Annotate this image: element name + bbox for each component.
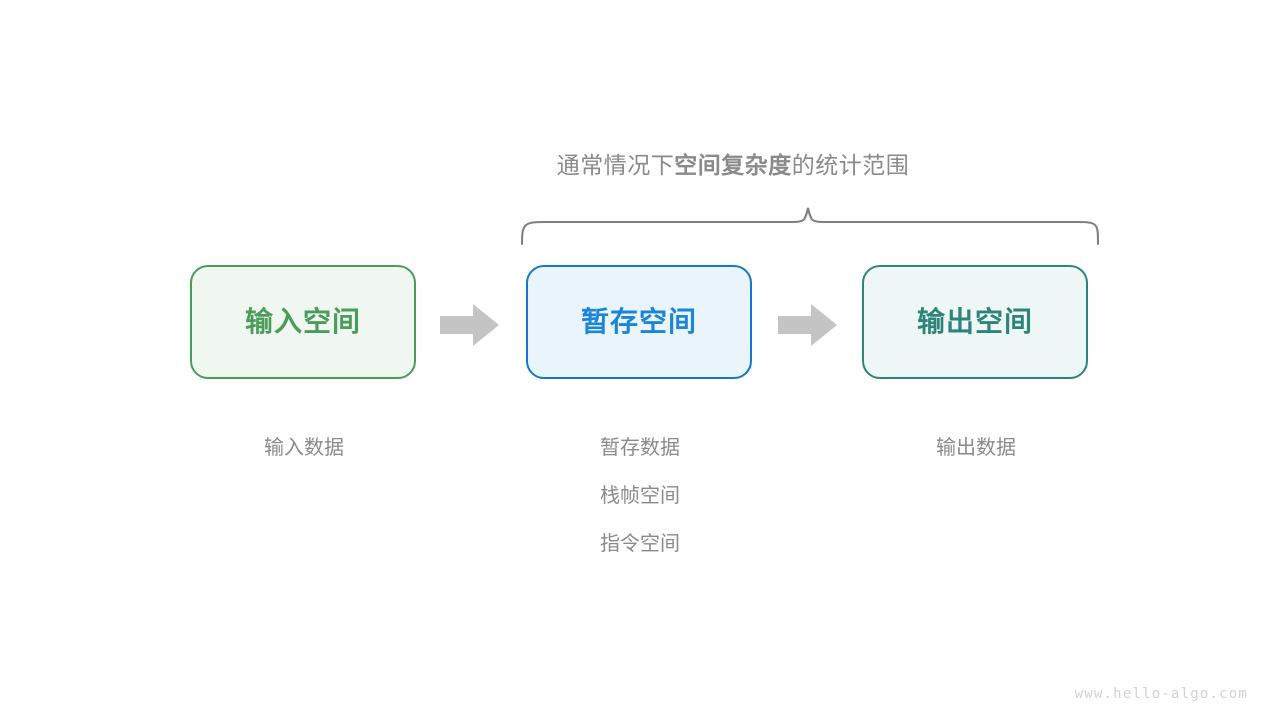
box-temp-space[interactable]: 暂存空间 xyxy=(526,265,752,379)
sublabel-item: 暂存数据 xyxy=(600,437,680,459)
curly-brace-icon xyxy=(520,207,1100,246)
caption-emphasis: 空间复杂度 xyxy=(674,152,792,178)
caption-prefix: 通常情况下 xyxy=(556,152,675,178)
arrow-right-icon-1 xyxy=(440,303,500,347)
sublabel-item: 输入数据 xyxy=(264,437,344,459)
arrow-right-icon-2 xyxy=(778,303,838,347)
box-output-space-label: 输出空间 xyxy=(916,306,1033,337)
box-input-space-label: 输入空间 xyxy=(244,306,361,337)
caption-suffix: 的统计范围 xyxy=(791,152,910,178)
caption-text: 通常情况下空间复杂度的统计范围 xyxy=(557,146,910,180)
box-input-space[interactable]: 输入空间 xyxy=(190,265,416,379)
sublabels-output: 输出数据 xyxy=(846,424,1106,472)
sublabel-item: 栈帧空间 xyxy=(600,485,680,507)
brace-container xyxy=(510,196,1110,256)
arrow-right-icon xyxy=(440,304,499,346)
diagram-caption: 通常情况下空间复杂度的统计范围 xyxy=(0,146,1280,180)
arrow-right-icon xyxy=(778,304,837,346)
sublabel-item: 指令空间 xyxy=(600,533,680,555)
box-output-space[interactable]: 输出空间 xyxy=(862,265,1088,379)
sublabels-input: 输入数据 xyxy=(174,424,434,472)
space-boxes-row: 输入空间 暂存空间 输出空间 xyxy=(0,265,1280,381)
watermark: www.hello-algo.com xyxy=(1074,686,1248,702)
sublabel-item: 输出数据 xyxy=(936,437,1016,459)
box-temp-space-label: 暂存空间 xyxy=(580,306,697,337)
sublabels-temp: 暂存数据 栈帧空间 指令空间 xyxy=(510,424,770,568)
